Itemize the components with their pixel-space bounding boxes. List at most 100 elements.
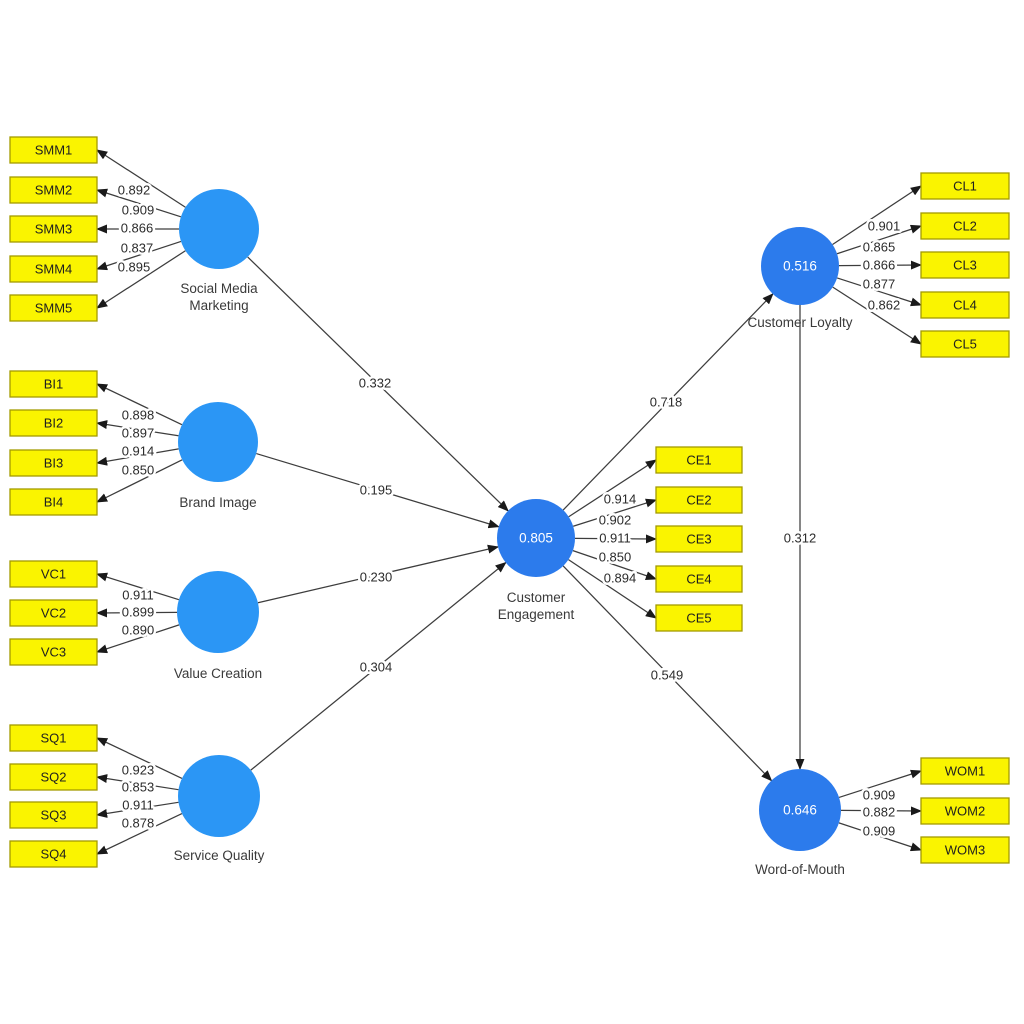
- path-coefficient-ce-cl: 0.718: [650, 395, 683, 410]
- construct-label-smm: Social Media: [180, 281, 258, 296]
- structural-paths: [247, 256, 805, 782]
- indicator-smm5[interactable]: [9, 294, 98, 322]
- construct-ce[interactable]: [497, 499, 575, 577]
- edge-ce-ce1[interactable]: [568, 459, 657, 518]
- indicator-label-cl1: CL1: [953, 179, 977, 194]
- construct-vc[interactable]: [177, 571, 259, 653]
- indicator-wom1[interactable]: [920, 757, 1010, 785]
- indicator-label-bi3: BI3: [44, 456, 64, 471]
- indicator-ce2[interactable]: [655, 486, 743, 514]
- edge-ce-ce2[interactable]: [572, 498, 658, 527]
- path-vc-ce[interactable]: [257, 544, 500, 604]
- edge-ce-ce3[interactable]: [574, 534, 658, 544]
- loading-value-wom2: 0.882: [863, 805, 896, 820]
- edge-sq-sq1[interactable]: [95, 737, 183, 779]
- construct-sq[interactable]: [178, 755, 260, 837]
- path-ce-cl[interactable]: [562, 293, 774, 511]
- indicator-ce5[interactable]: [655, 604, 743, 632]
- construct-cl[interactable]: [761, 227, 839, 305]
- path-bi-ce[interactable]: [256, 452, 500, 529]
- edge-bi-bi3[interactable]: [95, 448, 179, 466]
- construct-label-cl: Customer Loyalty: [747, 315, 852, 330]
- construct-label-vc: Value Creation: [174, 666, 262, 681]
- indicator-sq2[interactable]: [9, 763, 98, 791]
- edge-bi-bi4[interactable]: [95, 459, 183, 503]
- path-ce-wom[interactable]: [562, 565, 773, 782]
- edge-vc-vc2[interactable]: [95, 608, 178, 618]
- edge-sq-sq3[interactable]: [95, 801, 179, 818]
- loading-value-bi3: 0.914: [122, 444, 155, 459]
- construct-bi[interactable]: [178, 402, 258, 482]
- loading-value-wom1: 0.909: [863, 788, 896, 803]
- indicator-ce3[interactable]: [655, 525, 743, 553]
- path-sq-ce[interactable]: [250, 561, 507, 771]
- indicator-smm4[interactable]: [9, 255, 98, 283]
- loading-value-smm4: 0.837: [121, 241, 154, 256]
- path-coefficient-vc-ce: 0.230: [360, 570, 393, 585]
- r2-value-wom: 0.646: [783, 803, 817, 818]
- indicator-bi4[interactable]: [9, 488, 98, 516]
- indicator-bi3[interactable]: [9, 449, 98, 477]
- path-smm-ce[interactable]: [247, 256, 509, 512]
- indicator-label-cl3: CL3: [953, 258, 977, 273]
- indicator-label-smm2: SMM2: [35, 183, 73, 198]
- edge-smm-smm4[interactable]: [95, 240, 182, 271]
- edge-cl-cl3[interactable]: [838, 260, 923, 270]
- edge-wom-wom2[interactable]: [840, 806, 923, 816]
- indicator-label-smm4: SMM4: [35, 262, 73, 277]
- indicator-label-cl2: CL2: [953, 219, 977, 234]
- indicator-label-ce2: CE2: [686, 493, 711, 508]
- indicator-bi2[interactable]: [9, 409, 98, 437]
- nodes: [9, 136, 1010, 868]
- indicator-cl4[interactable]: [920, 291, 1010, 319]
- indicator-label-smm3: SMM3: [35, 222, 73, 237]
- edge-ce-ce5[interactable]: [568, 559, 657, 619]
- indicator-vc1[interactable]: [9, 560, 98, 588]
- indicator-ce4[interactable]: [655, 565, 743, 593]
- indicator-cl1[interactable]: [920, 172, 1010, 200]
- edge-bi-bi2[interactable]: [95, 420, 179, 437]
- indicator-label-ce5: CE5: [686, 611, 711, 626]
- edge-smm-smm2[interactable]: [95, 188, 182, 218]
- construct-wom[interactable]: [759, 769, 841, 851]
- indicator-label-sq3: SQ3: [40, 808, 66, 823]
- indicator-vc2[interactable]: [9, 599, 98, 627]
- indicator-smm2[interactable]: [9, 176, 98, 204]
- edge-vc-vc3[interactable]: [95, 624, 180, 654]
- edge-cl-cl2[interactable]: [836, 224, 923, 255]
- edge-wom-wom1[interactable]: [838, 769, 923, 799]
- indicator-smm1[interactable]: [9, 136, 98, 164]
- indicator-vc3[interactable]: [9, 638, 98, 666]
- edge-bi-bi1[interactable]: [95, 383, 183, 426]
- edge-cl-cl4[interactable]: [836, 277, 923, 307]
- construct-smm[interactable]: [179, 189, 259, 269]
- loading-value-smm2: 0.909: [122, 203, 155, 218]
- loading-value-sq1: 0.923: [122, 763, 155, 778]
- edge-sq-sq4[interactable]: [95, 813, 183, 855]
- indicator-cl2[interactable]: [920, 212, 1010, 240]
- edge-cl-cl1[interactable]: [832, 185, 922, 246]
- indicator-cl5[interactable]: [920, 330, 1010, 358]
- indicator-wom3[interactable]: [920, 836, 1010, 864]
- indicator-wom2[interactable]: [920, 797, 1010, 825]
- edge-smm-smm1[interactable]: [96, 149, 186, 208]
- edge-smm-smm5[interactable]: [96, 250, 186, 309]
- edge-vc-vc1[interactable]: [95, 572, 180, 601]
- edge-wom-wom3[interactable]: [838, 822, 923, 852]
- indicator-sq1[interactable]: [9, 724, 98, 752]
- edge-ce-ce4[interactable]: [572, 550, 658, 580]
- indicator-label-bi2: BI2: [44, 416, 64, 431]
- indicator-smm3[interactable]: [9, 215, 98, 243]
- indicator-label-smm5: SMM5: [35, 301, 73, 316]
- indicator-label-vc1: VC1: [41, 567, 66, 582]
- indicator-sq3[interactable]: [9, 801, 98, 829]
- edge-cl-cl5[interactable]: [832, 286, 922, 345]
- path-coefficient-smm-ce: 0.332: [359, 376, 392, 391]
- loading-value-bi1: 0.898: [122, 408, 155, 423]
- indicator-cl3[interactable]: [920, 251, 1010, 279]
- edge-sq-sq2[interactable]: [95, 774, 179, 791]
- indicator-ce1[interactable]: [655, 446, 743, 474]
- loading-value-wom3: 0.909: [863, 824, 896, 839]
- indicator-bi1[interactable]: [9, 370, 98, 398]
- indicator-sq4[interactable]: [9, 840, 98, 868]
